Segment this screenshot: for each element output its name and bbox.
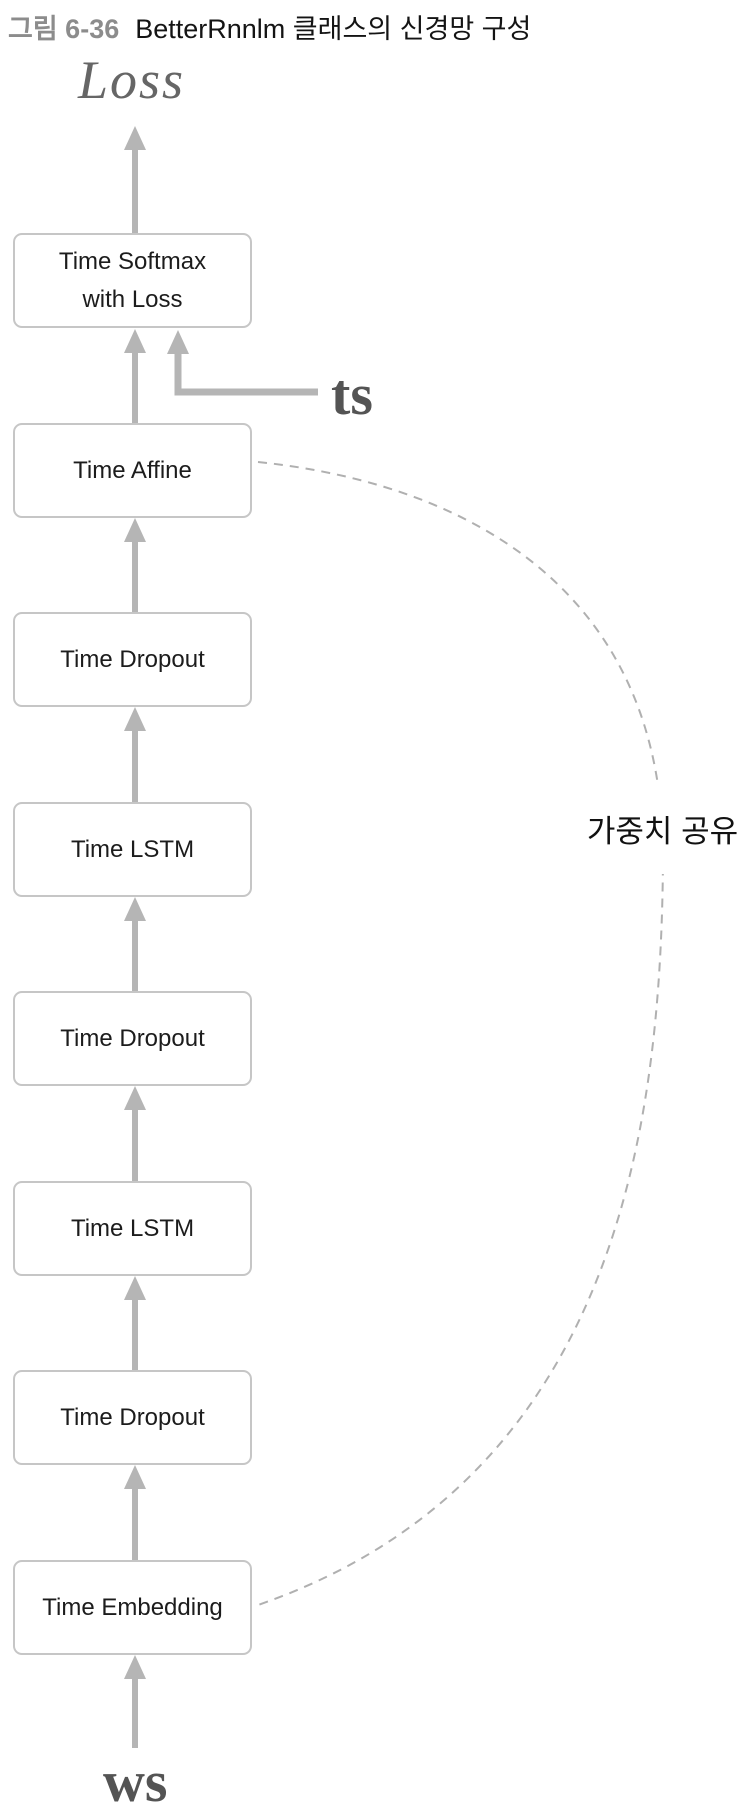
layer-box-time-softmax-with-loss: Time Softmax with Loss bbox=[13, 233, 252, 328]
figure-caption: 그림 6-36 BetterRnnlm 클래스의 신경망 구성 bbox=[8, 7, 531, 46]
arrow-affine-to-softmax bbox=[124, 329, 146, 423]
arrow-dropout3-to-lstm2 bbox=[124, 1276, 146, 1370]
figure-title: BetterRnnlm 클래스의 신경망 구성 bbox=[135, 14, 532, 44]
layer-box-time-lstm-upper: Time LSTM bbox=[13, 802, 252, 897]
layer-box-time-lstm-lower: Time LSTM bbox=[13, 1181, 252, 1276]
arrow-dropout1-to-affine bbox=[124, 518, 146, 612]
layer-box-time-embedding: Time Embedding bbox=[13, 1560, 252, 1655]
ts-target-label: ts bbox=[331, 362, 373, 427]
arrow-ts-to-softmax bbox=[167, 330, 318, 396]
ws-input-label: ws bbox=[103, 1749, 168, 1810]
loss-output-label: Loss bbox=[78, 50, 186, 110]
arrow-ws-to-embedding bbox=[124, 1655, 146, 1748]
layer-box-time-dropout-upper: Time Dropout bbox=[13, 612, 252, 707]
arrow-embedding-to-dropout3 bbox=[124, 1465, 146, 1560]
layer-box-time-affine: Time Affine bbox=[13, 423, 252, 518]
layer-box-time-dropout-lower: Time Dropout bbox=[13, 1370, 252, 1465]
weight-sharing-dashed-curve bbox=[257, 461, 665, 1606]
layer-box-time-dropout-middle: Time Dropout bbox=[13, 991, 252, 1086]
figure-number: 그림 6-36 bbox=[8, 14, 120, 44]
arrow-lstm1-to-dropout1 bbox=[124, 707, 146, 802]
arrow-dropout2-to-lstm1 bbox=[124, 897, 146, 991]
arrow-lstm2-to-dropout2 bbox=[124, 1086, 146, 1181]
weight-sharing-label: 가중치 공유 bbox=[575, 782, 750, 874]
arrow-softmax-to-loss bbox=[124, 126, 146, 233]
